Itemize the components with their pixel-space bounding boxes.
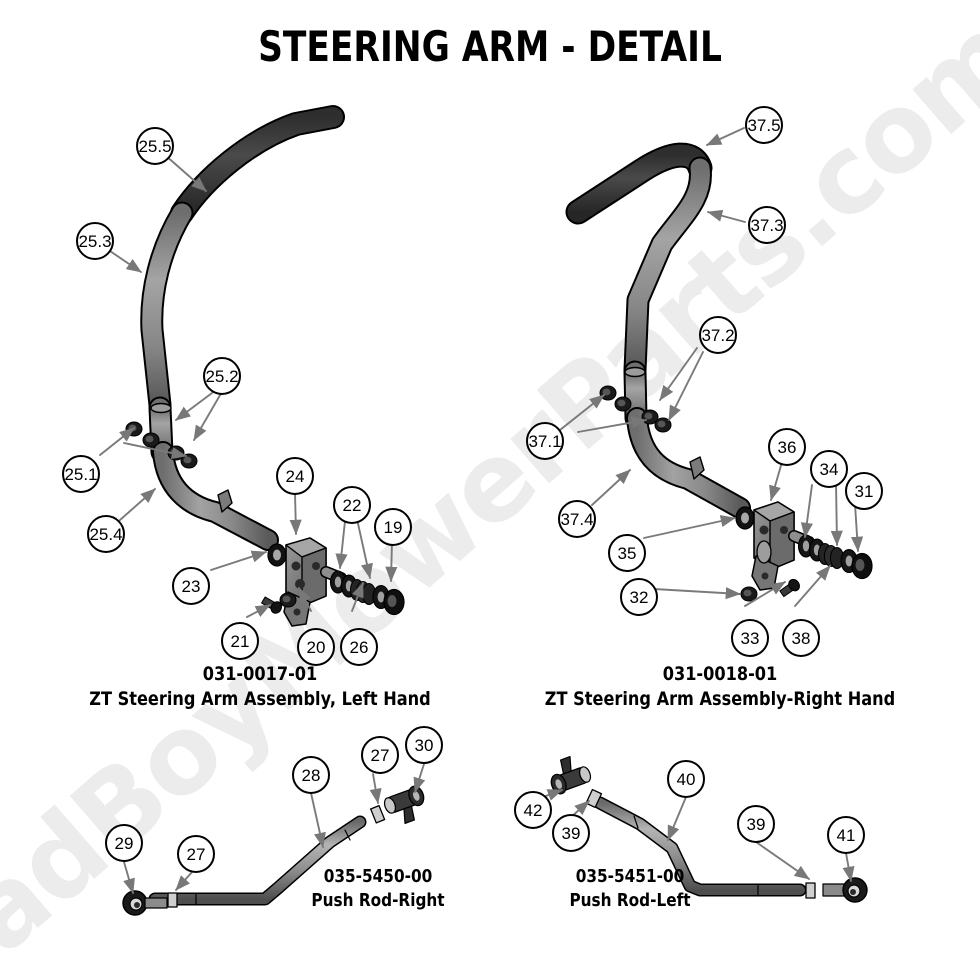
caption-right-steering-arm: 031-0018-01 ZT Steering Arm Assembly-Rig… (505, 663, 935, 711)
callout-25-3[interactable]: 25.3 (76, 222, 114, 260)
callout-37-4[interactable]: 37.4 (558, 500, 596, 538)
callout-label: 39 (746, 814, 766, 834)
callout-20[interactable]: 20 (297, 628, 335, 666)
part-number: 035-5450-00 (323, 866, 433, 887)
callout-label: 37.2 (701, 325, 735, 345)
callout-label: 22 (342, 495, 362, 515)
callout-42[interactable]: 42 (514, 791, 552, 829)
left-leader-lines (99, 154, 398, 618)
part-number: 031-0018-01 (662, 663, 778, 685)
callout-32[interactable]: 32 (620, 578, 658, 616)
callout-25-4[interactable]: 25.4 (87, 515, 125, 553)
callout-label: 37.1 (528, 431, 562, 451)
part-name: Push Rod-Right (311, 889, 445, 911)
left-arm-geometry (125, 105, 405, 627)
part-number: 031-0017-01 (202, 663, 318, 685)
callout-label: 25.3 (78, 231, 112, 251)
callout-34[interactable]: 34 (810, 450, 848, 488)
callout-28[interactable]: 28 (292, 756, 330, 794)
callout-24[interactable]: 24 (276, 457, 314, 495)
callout-label: 33 (740, 628, 760, 648)
part-name: ZT Steering Arm Assembly-Right Hand (544, 687, 896, 710)
callout-25-2[interactable]: 25.2 (203, 357, 241, 395)
callout-label: 30 (414, 735, 434, 755)
callout-25-1[interactable]: 25.1 (62, 455, 100, 493)
part-number: 035-5451-00 (575, 866, 685, 887)
callout-40[interactable]: 40 (667, 760, 705, 798)
callout-26[interactable]: 26 (340, 628, 378, 666)
callout-label: 21 (230, 631, 250, 651)
push-rod-right-leaders (123, 763, 426, 894)
callout-label: 19 (383, 517, 403, 537)
callout-label: 40 (676, 769, 696, 789)
callout-19[interactable]: 19 (374, 508, 412, 546)
caption-left-steering-arm: 031-0017-01 ZT Steering Arm Assembly, Le… (50, 663, 470, 711)
part-name: Push Rod-Left (569, 889, 691, 911)
callout-label: 36 (777, 437, 797, 457)
part-name: ZT Steering Arm Assembly, Left Hand (89, 687, 431, 710)
callout-label: 31 (854, 481, 874, 501)
right-arm-geometry (565, 142, 873, 602)
callout-label: 23 (181, 576, 201, 596)
callout-label: 27 (370, 745, 390, 765)
caption-push-rod-left: 035-5451-00 Push Rod-Left (530, 866, 730, 912)
callout-label: 39 (561, 823, 581, 843)
callout-37-2[interactable]: 37.2 (699, 316, 737, 354)
callout-37-1[interactable]: 37.1 (526, 422, 564, 460)
callout-label: 25.4 (89, 524, 123, 544)
page-title: STEERING ARM - DETAIL (258, 22, 722, 71)
callout-41[interactable]: 41 (827, 816, 865, 854)
callout-label: 28 (301, 765, 321, 785)
caption-push-rod-right: 035-5450-00 Push Rod-Right (278, 866, 478, 912)
callout-39-far[interactable]: 39 (737, 805, 775, 843)
callout-label: 35 (617, 543, 637, 563)
callout-label: 42 (523, 800, 543, 820)
callout-37-3[interactable]: 37.3 (748, 206, 786, 244)
callout-27-near[interactable]: 27 (177, 835, 215, 873)
right-leader-lines (559, 127, 864, 607)
callout-label: 25.1 (64, 464, 98, 484)
callout-label: 25.2 (205, 366, 239, 386)
callout-label: 32 (629, 587, 649, 607)
callout-30[interactable]: 30 (405, 726, 443, 764)
callout-label: 37.5 (747, 115, 781, 135)
callout-22[interactable]: 22 (333, 486, 371, 524)
callout-33[interactable]: 33 (731, 619, 769, 657)
callout-label: 29 (114, 833, 134, 853)
callout-25-5[interactable]: 25.5 (136, 127, 174, 165)
callout-label: 41 (836, 825, 856, 845)
callout-35[interactable]: 35 (608, 534, 646, 572)
callout-37-5[interactable]: 37.5 (745, 106, 783, 144)
callout-label: 37.3 (750, 215, 784, 235)
callout-38[interactable]: 38 (782, 619, 820, 657)
callout-label: 38 (791, 628, 811, 648)
callout-label: 20 (306, 637, 326, 657)
callout-label: 27 (186, 844, 206, 864)
callout-31[interactable]: 31 (845, 472, 883, 510)
callout-36[interactable]: 36 (768, 428, 806, 466)
callout-39-near[interactable]: 39 (552, 814, 590, 852)
push-rod-right-geometry (122, 785, 425, 916)
callout-21[interactable]: 21 (221, 622, 259, 660)
callout-label: 37.4 (560, 509, 594, 529)
callout-27-far[interactable]: 27 (361, 736, 399, 774)
callout-29[interactable]: 29 (105, 824, 143, 862)
callout-label: 34 (819, 459, 839, 479)
callout-label: 25.5 (138, 136, 172, 156)
push-rod-left-geometry (550, 755, 868, 903)
callout-label: 24 (285, 466, 305, 486)
callout-23[interactable]: 23 (172, 567, 210, 605)
callout-label: 26 (349, 637, 369, 657)
